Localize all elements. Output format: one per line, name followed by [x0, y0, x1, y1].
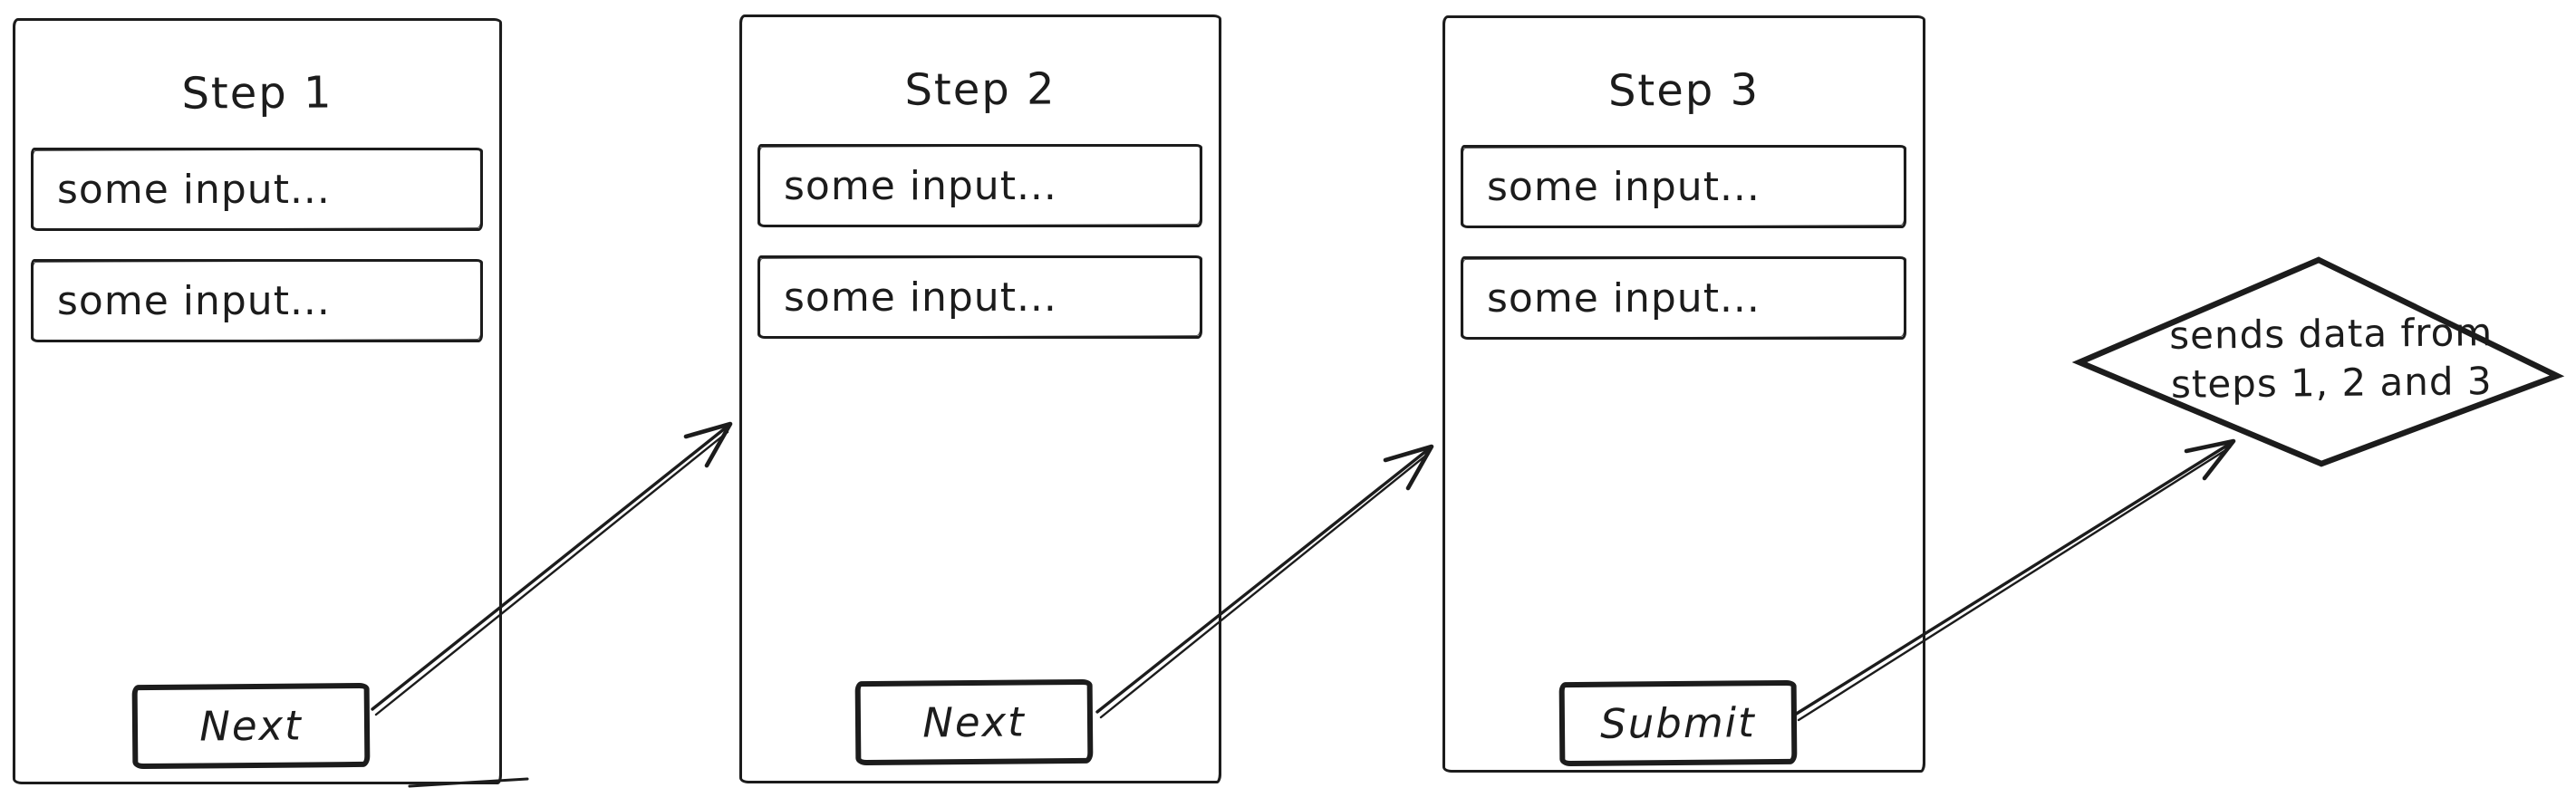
- step-2-input-1[interactable]: some input...: [757, 144, 1202, 227]
- step-1-input-2[interactable]: some input...: [31, 259, 483, 342]
- step-2-input-2[interactable]: some input...: [757, 255, 1202, 339]
- step-3-input-1[interactable]: some input...: [1461, 145, 1906, 228]
- arrow-step1-to-step2-icon: [371, 421, 733, 716]
- diamond-label-line-2: steps 1, 2 and 3: [2170, 358, 2493, 407]
- diamond-label-line-1: sends data from: [2168, 310, 2494, 358]
- step-2-panel: Step 2 some input... some input... Next: [739, 14, 1221, 783]
- arrow-step2-to-step3-icon: [1095, 444, 1434, 719]
- arrow-submit-to-result-icon: [1793, 438, 2236, 722]
- send-data-diamond-shape: [2071, 256, 2565, 467]
- step-3-input-2[interactable]: some input...: [1461, 256, 1906, 340]
- step-1-input-1[interactable]: some input...: [31, 148, 483, 231]
- step-3-panel: Step 3 some input... some input... Submi…: [1442, 15, 1925, 773]
- step-1-panel: Step 1 some input... some input... Next: [13, 18, 502, 784]
- sketch-overshoot-stroke: [408, 777, 529, 788]
- send-data-diamond-label: sends data from steps 1, 2 and 3: [2145, 308, 2517, 409]
